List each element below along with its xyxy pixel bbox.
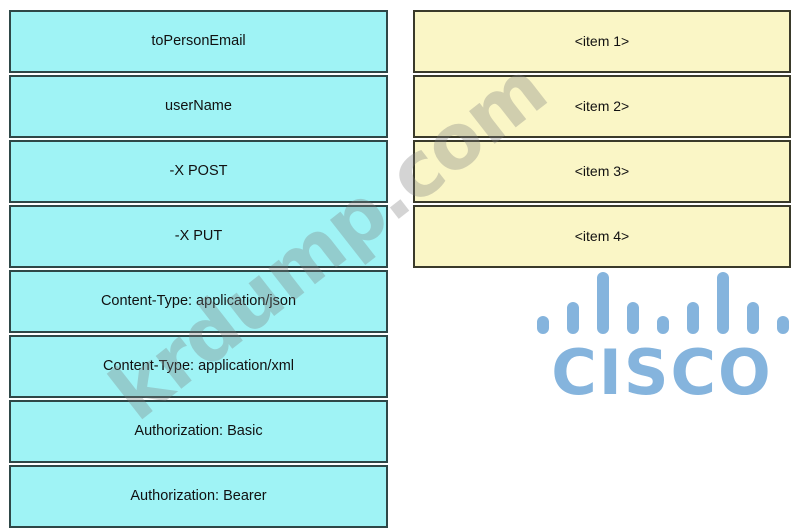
drop-target-1[interactable]: <item 1> [413, 10, 791, 73]
cisco-bars-icon [531, 272, 793, 334]
drop-target-3[interactable]: <item 3> [413, 140, 791, 203]
cisco-bar [717, 272, 729, 334]
source-option-8[interactable]: Authorization: Bearer [9, 465, 388, 528]
drop-target-4[interactable]: <item 4> [413, 205, 791, 268]
source-option-label: Content-Type: application/xml [102, 357, 294, 374]
cisco-bar [777, 316, 789, 334]
cisco-bar [657, 316, 669, 334]
source-option-label: Content-Type: application/json [100, 292, 297, 309]
drop-target-2[interactable]: <item 2> [413, 75, 791, 138]
source-option-label: Authorization: Bearer [130, 487, 267, 504]
cisco-bar [747, 302, 759, 334]
exercise-canvas: toPersonEmail userName -X POST -X PUT Co… [9, 10, 793, 528]
source-option-1[interactable]: toPersonEmail [9, 10, 388, 73]
cisco-logo: CISCO [531, 272, 793, 407]
drop-target-label: <item 3> [574, 162, 630, 179]
source-option-7[interactable]: Authorization: Basic [9, 400, 388, 463]
source-option-4[interactable]: -X PUT [9, 205, 388, 268]
source-option-5[interactable]: Content-Type: application/json [9, 270, 388, 333]
drop-target-label: <item 2> [574, 97, 630, 114]
source-option-6[interactable]: Content-Type: application/xml [9, 335, 388, 398]
cisco-wordmark: CISCO [551, 336, 773, 409]
drop-targets-column: <item 1> <item 2> <item 3> <item 4> [413, 10, 791, 270]
source-option-3[interactable]: -X POST [9, 140, 388, 203]
source-option-label: -X POST [169, 162, 228, 179]
source-options-column: toPersonEmail userName -X POST -X PUT Co… [9, 10, 388, 530]
cisco-bar [597, 272, 609, 334]
source-option-label: Authorization: Basic [134, 422, 263, 439]
drop-target-label: <item 4> [574, 227, 630, 244]
source-option-label: toPersonEmail [151, 32, 246, 49]
cisco-bar [567, 302, 579, 334]
drop-target-label: <item 1> [574, 32, 630, 49]
source-option-2[interactable]: userName [9, 75, 388, 138]
cisco-bar [627, 302, 639, 334]
source-option-label: userName [165, 97, 232, 114]
source-option-label: -X PUT [174, 227, 223, 244]
cisco-bar [687, 302, 699, 334]
cisco-bar [537, 316, 549, 334]
